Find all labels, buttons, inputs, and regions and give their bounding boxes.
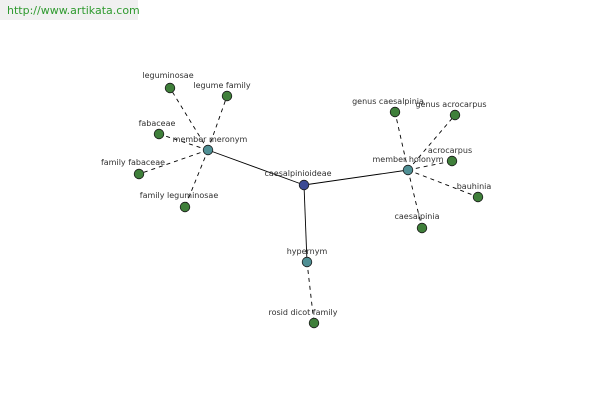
edge-rosid-dicot-family	[306, 261, 315, 324]
label-genus-acrocarpus[interactable]: genus acrocarpus	[415, 100, 486, 109]
edge-caesalpinia	[407, 169, 423, 229]
graph-nodes	[133, 82, 484, 329]
label-member-meronym[interactable]: member meronym	[173, 135, 248, 144]
node-genus-caesalpinia[interactable]	[389, 106, 401, 118]
node-hypernym[interactable]	[301, 256, 313, 268]
label-legume-family[interactable]: legume family	[193, 81, 251, 90]
node-family-leguminosae[interactable]	[179, 201, 191, 213]
node-legume-family[interactable]	[221, 90, 233, 102]
label-fabaceae[interactable]: fabaceae	[139, 119, 176, 128]
label-caesalpinioideae[interactable]: caesalpinioideae	[264, 169, 331, 178]
label-hypernym[interactable]: hypernym	[287, 247, 328, 256]
node-bauhinia[interactable]	[472, 191, 484, 203]
graph-edges	[138, 87, 479, 324]
edge-member-meronym	[207, 149, 305, 186]
node-fabaceae[interactable]	[153, 128, 165, 140]
label-caesalpinia[interactable]: caesalpinia	[394, 212, 439, 221]
node-member-holonym[interactable]	[402, 164, 414, 176]
label-family-leguminosae[interactable]: family leguminosae	[140, 191, 219, 200]
node-rosid-dicot-family[interactable]	[308, 317, 320, 329]
edge-legume-family	[207, 95, 228, 151]
node-caesalpinioideae[interactable]	[298, 179, 310, 191]
graph-labels: caesalpinioideae member meronym member hol…	[101, 71, 491, 317]
node-acrocarpus[interactable]	[446, 155, 458, 167]
edge-family-leguminosae	[184, 149, 209, 208]
label-rosid-dicot-family[interactable]: rosid dicot family	[269, 308, 338, 317]
edge-genus-caesalpinia	[394, 111, 409, 171]
label-leguminosae[interactable]: leguminosae	[142, 71, 193, 80]
node-family-fabaceae[interactable]	[133, 168, 145, 180]
label-genus-caesalpinia[interactable]: genus caesalpinia	[352, 97, 424, 106]
edge-hypernym	[303, 184, 308, 263]
edge-member-holonym	[303, 169, 409, 186]
site-url[interactable]: http://www.artikata.com	[7, 4, 140, 17]
label-member-holonym[interactable]: member holonym	[372, 155, 443, 164]
label-acrocarpus[interactable]: acrocarpus	[428, 146, 472, 155]
node-leguminosae[interactable]	[164, 82, 176, 94]
label-family-fabaceae[interactable]: family fabaceae	[101, 158, 165, 167]
node-caesalpinia[interactable]	[416, 222, 428, 234]
edge-fabaceae	[158, 133, 209, 151]
label-bauhinia[interactable]: bauhinia	[457, 182, 492, 191]
node-genus-acrocarpus[interactable]	[449, 109, 461, 121]
url-banner: http://www.artikata.com	[0, 0, 140, 20]
node-member-meronym[interactable]	[202, 144, 214, 156]
